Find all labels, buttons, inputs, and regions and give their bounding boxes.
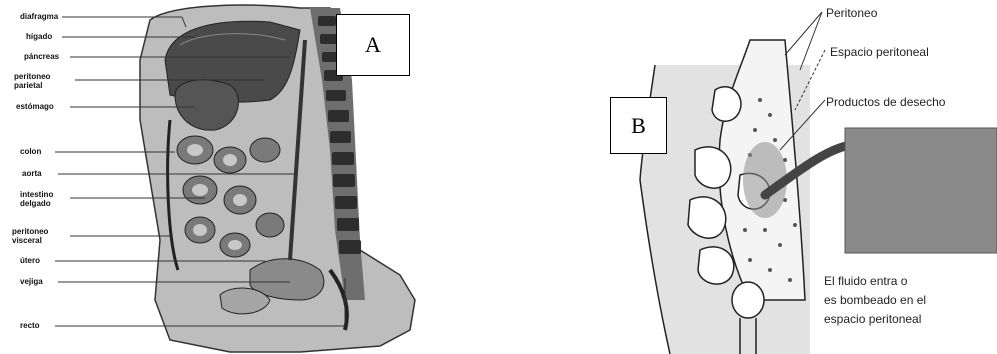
label-utero: útero (20, 256, 40, 265)
label-pancreas: páncreas (24, 52, 59, 61)
label-productos-de-desecho: Productos de desecho (826, 95, 945, 109)
label-intestino-delgado: intestino delgado (20, 190, 66, 208)
label-espacio-peritoneal: Espacio peritoneal (830, 45, 929, 59)
panel-letter-b: B (610, 97, 667, 154)
label-diafragma: diafragma (20, 12, 58, 21)
label-aorta: aorta (22, 169, 42, 178)
panel-letter-a: A (336, 14, 410, 76)
label-estomago: estómago (16, 102, 54, 111)
label-fluido-line-1: El fluido entra o (824, 274, 907, 288)
label-vejiga: vejiga (20, 277, 43, 286)
peritoneal-dialysis-illustration (600, 0, 997, 354)
label-peritoneo-visceral: peritoneo visceral (12, 227, 64, 245)
panel-b-dialysis-diagram: Peritoneo Espacio peritoneal Productos d… (600, 0, 997, 354)
label-fluido-line-2: es bombeado en el (824, 293, 926, 307)
label-peritoneo: Peritoneo (826, 6, 877, 20)
label-higado: hígado (26, 32, 52, 41)
label-fluido-line-3: espacio peritoneal (824, 312, 921, 326)
label-recto: recto (20, 321, 40, 330)
label-colon: colon (20, 147, 41, 156)
label-peritoneo-parietal: peritoneo parietal (14, 72, 66, 90)
panel-a-anatomy-diagram: diafragma hígado páncreas peritoneo pari… (0, 0, 430, 354)
